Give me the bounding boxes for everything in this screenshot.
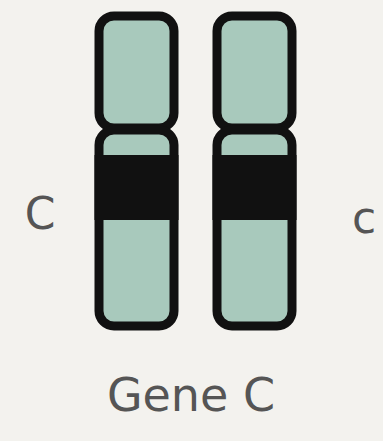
chromosome-left	[95, 16, 179, 326]
gene-band	[95, 155, 179, 220]
upper-arm	[217, 16, 292, 128]
allele-label: C	[25, 192, 56, 236]
upper-arm	[99, 16, 174, 128]
gene-caption: Gene C	[107, 372, 275, 418]
allele-label: c	[352, 196, 376, 240]
chromosome-right	[213, 16, 297, 326]
gene-band	[213, 155, 297, 220]
